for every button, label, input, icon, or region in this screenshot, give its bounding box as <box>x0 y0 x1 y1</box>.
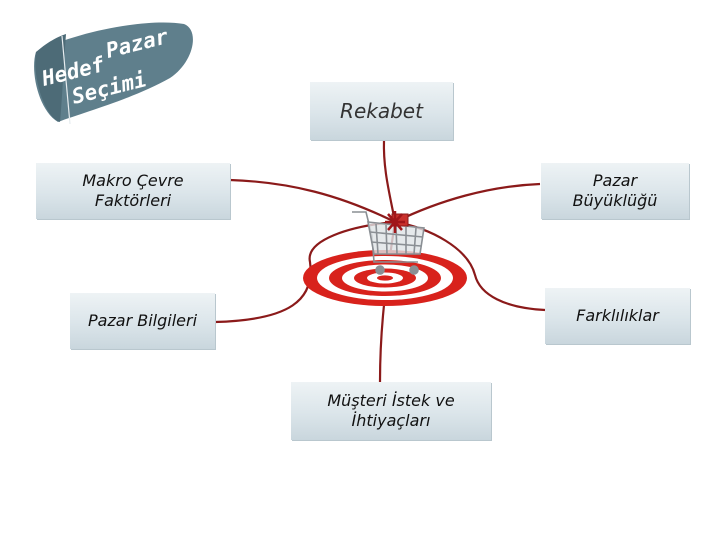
connector-lines <box>214 139 546 383</box>
box-pazar-buyuklugu: Pazar Büyüklüğü <box>541 163 689 219</box>
box-farkliliklar-label: Farklılıklar <box>576 306 659 325</box>
box-pazar-buyuklugu-label: Pazar Büyüklüğü <box>572 171 658 210</box>
title-ribbon: Pazar Hedef Seçimi <box>34 22 193 125</box>
box-musteri-istek: Müşteri İstek ve İhtiyaçları <box>291 382 491 440</box>
box-farkliliklar: Farklılıklar <box>545 288 690 344</box>
box-musteri-istek-label: Müşteri İstek ve İhtiyaçları <box>327 391 455 430</box>
box-rekabet-label: Rekabet <box>340 99 423 123</box>
connector-makro <box>229 178 396 223</box>
connector-pazar-buyuklugu <box>394 182 541 223</box>
box-makro-cevre-label: Makro Çevre Faktörleri <box>82 171 184 210</box>
bullseye-target-icon <box>303 250 467 306</box>
center-hub-star <box>385 211 405 233</box>
box-pazar-bilgileri-label: Pazar Bilgileri <box>87 311 198 330</box>
box-makro-cevre: Makro Çevre Faktörleri <box>36 163 230 219</box>
connector-pazar-bilgileri <box>214 220 396 324</box>
connector-rekabet <box>382 139 397 223</box>
connector-farkliliklar <box>394 220 546 312</box>
box-rekabet: Rekabet <box>310 82 453 140</box>
box-pazar-bilgileri: Pazar Bilgileri <box>70 293 215 349</box>
